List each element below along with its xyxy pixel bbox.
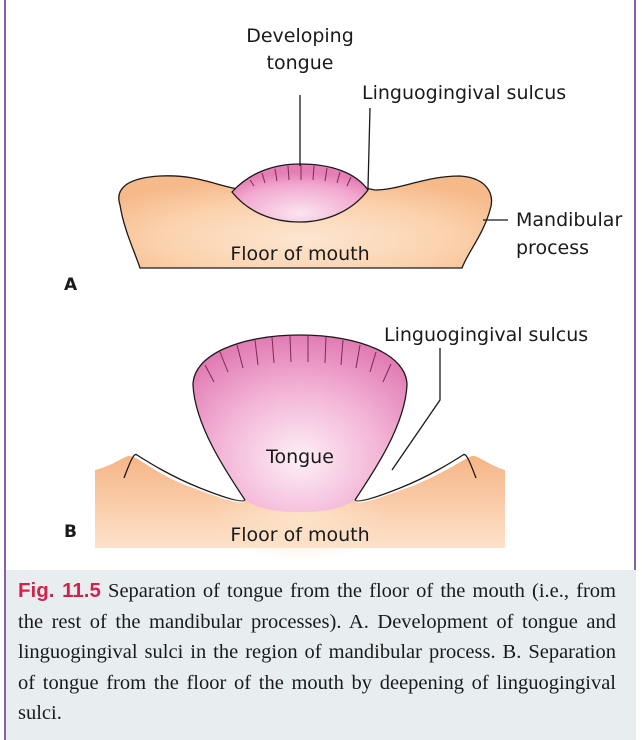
panel-b: Linguogingival sulcus Tongue Floor of mo… [64, 324, 588, 560]
panel-letter-b: B [64, 522, 77, 542]
panel-a: Developing tongue Linguogingival sulcus … [64, 25, 622, 295]
leader-sulcus-a [368, 108, 370, 188]
label-developing-tongue-line2: tongue [267, 52, 334, 74]
panel-letter-a: A [64, 275, 78, 295]
label-sulcus-b: Linguogingival sulcus [384, 324, 588, 346]
label-floor-b: Floor of mouth [230, 524, 369, 546]
tongue-shape-b [193, 335, 407, 512]
label-tongue-b: Tongue [265, 446, 334, 468]
label-sulcus-a: Linguogingival sulcus [362, 82, 566, 104]
label-developing-tongue-line1: Developing [246, 25, 354, 47]
figure-number: Fig. 11.5 [18, 579, 101, 602]
caption-text: Separation of tongue from the floor of t… [18, 580, 616, 724]
tongue-development-diagram: Developing tongue Linguogingival sulcus … [0, 0, 642, 570]
label-floor-a: Floor of mouth [230, 243, 369, 265]
label-mandibular-line1: Mandibular [516, 209, 622, 231]
figure-caption: Fig. 11.5 Separation of tongue from the … [18, 576, 616, 729]
label-mandibular-line2: process [516, 237, 589, 259]
